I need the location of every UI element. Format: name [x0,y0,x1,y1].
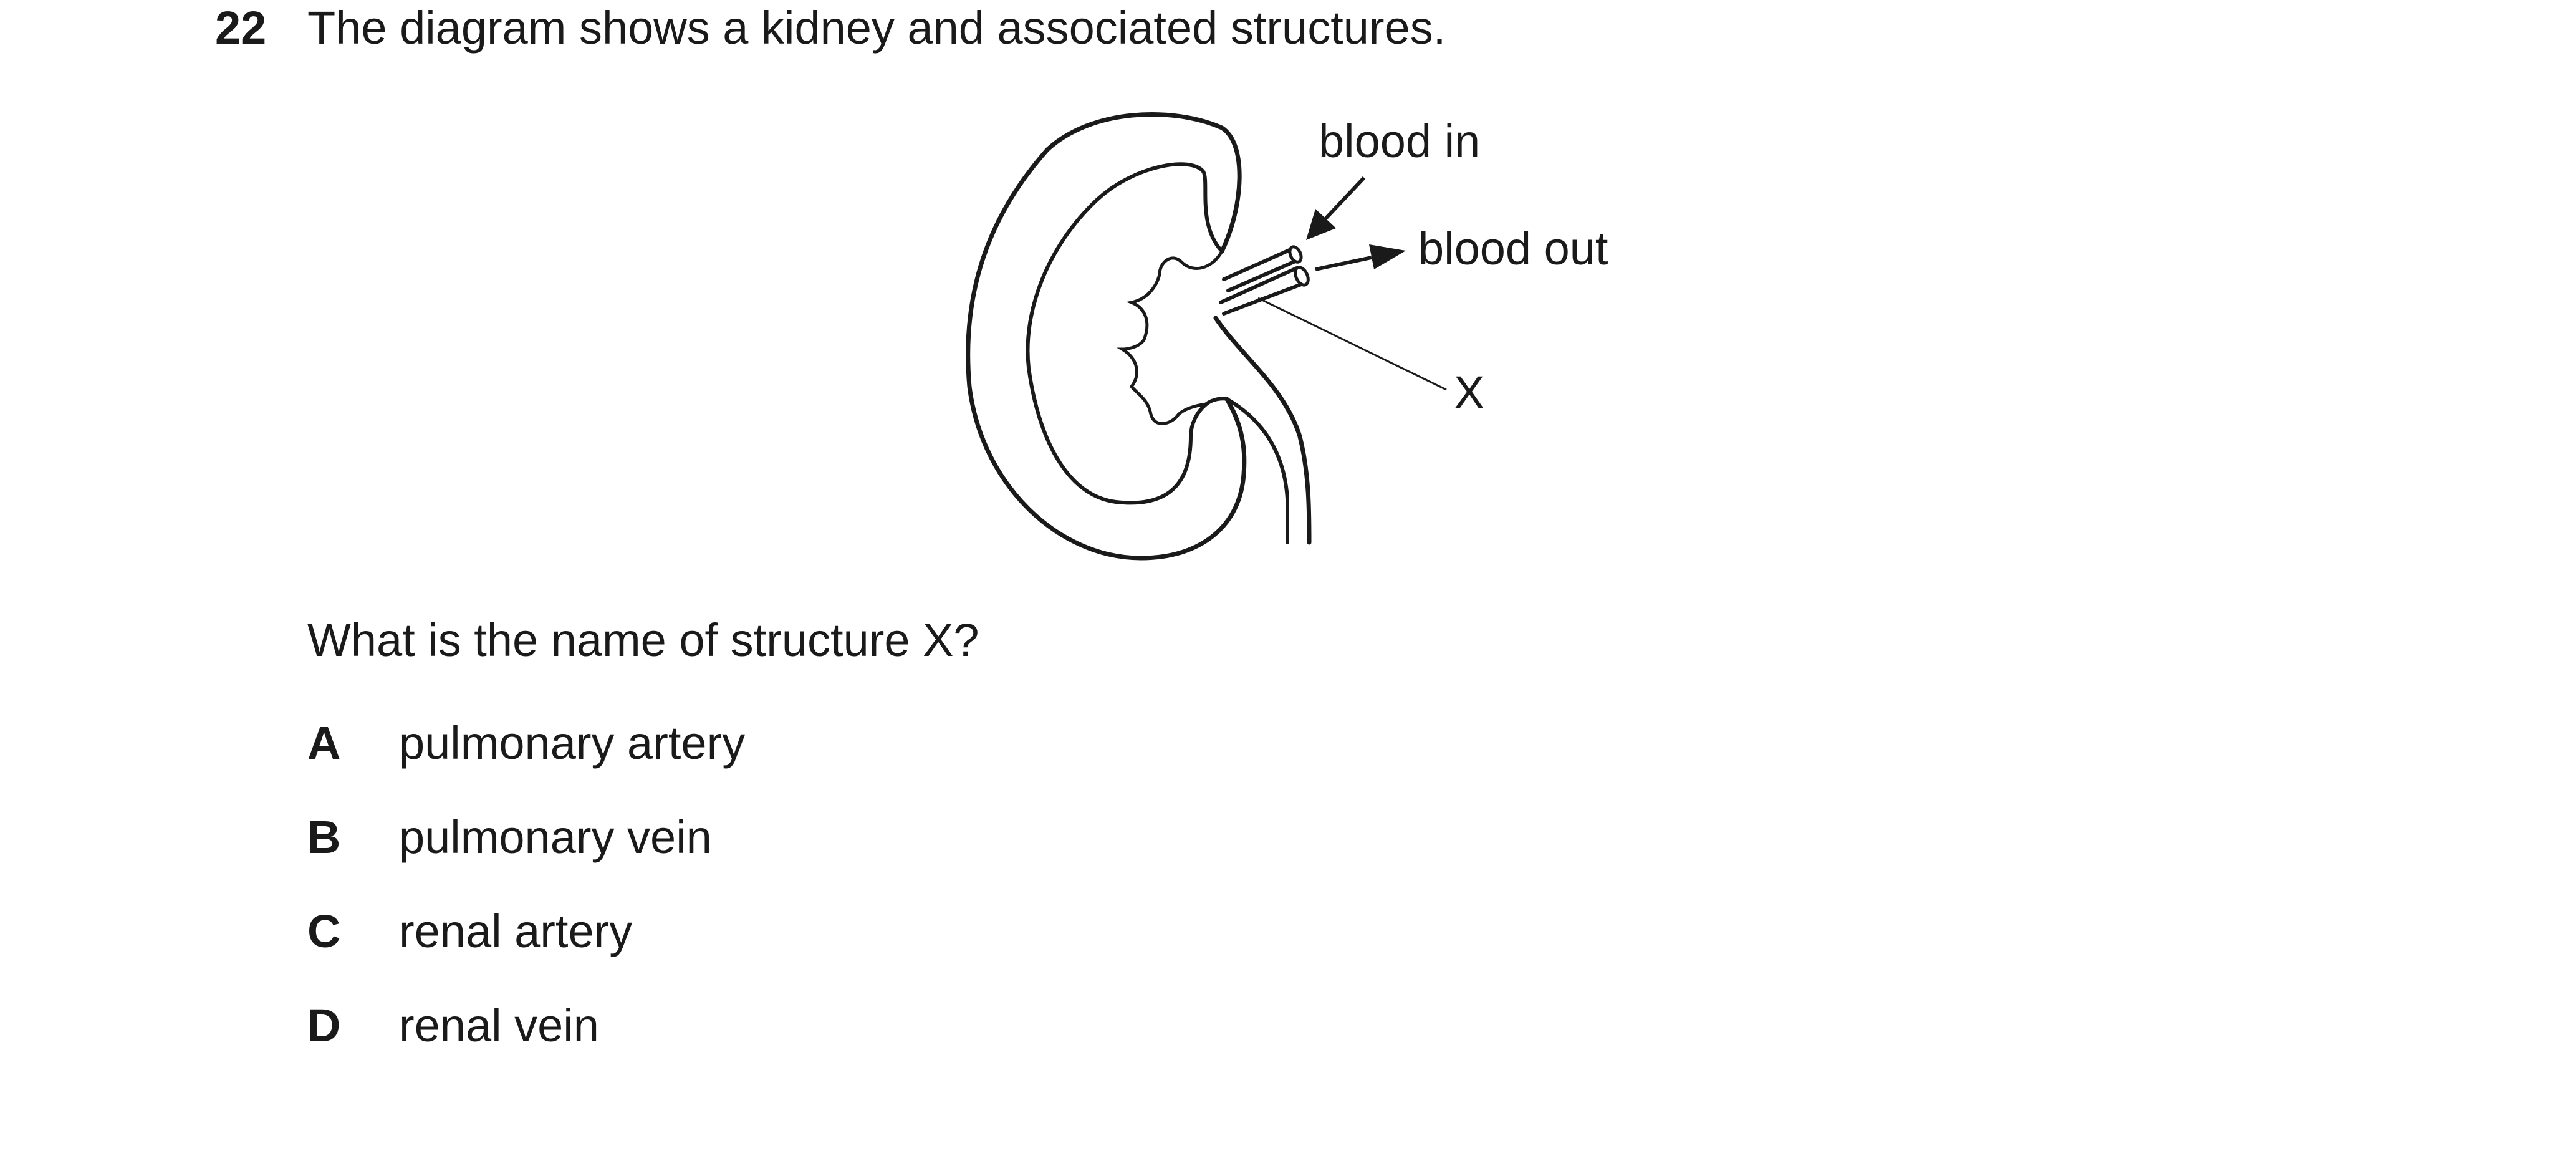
ureter [1225,397,1289,544]
arrow-blood-out-head [1369,244,1406,269]
option-letter: B [307,811,341,863]
option-text: pulmonary vein [399,811,712,863]
vessel-lower [1219,266,1305,316]
label-blood-out: blood out [1418,223,1608,274]
label-blood-in: blood in [1319,115,1480,167]
label-x: X [1454,367,1484,418]
kidney-inner-outline [1026,162,1229,505]
arrow-blood-out-shaft [1315,256,1372,271]
vessel-lower-opening [1294,266,1310,287]
option-text: renal artery [399,905,633,957]
kidney-calyces [1116,249,1224,425]
option-letter: A [307,717,341,769]
question-number: 22 [215,2,267,54]
vessel-upper-opening [1288,245,1303,264]
arrow-blood-in-head [1306,209,1336,240]
kidney-lower-hilum [1213,316,1312,545]
option-letter: D [307,1000,341,1051]
kidney-outer-outline [966,112,1247,561]
option-text: renal vein [399,1000,599,1051]
arrow-blood-in-shaft [1323,176,1366,221]
kidney-diagram: blood in blood out X [966,112,1608,561]
leader-line-x [1257,297,1447,391]
question-stem: The diagram shows a kidney and associate… [307,2,1446,54]
option-text: pulmonary artery [399,717,746,769]
question-prompt: What is the name of structure X? [307,614,979,666]
option-letter: C [307,905,341,957]
vessel-upper [1222,246,1299,292]
